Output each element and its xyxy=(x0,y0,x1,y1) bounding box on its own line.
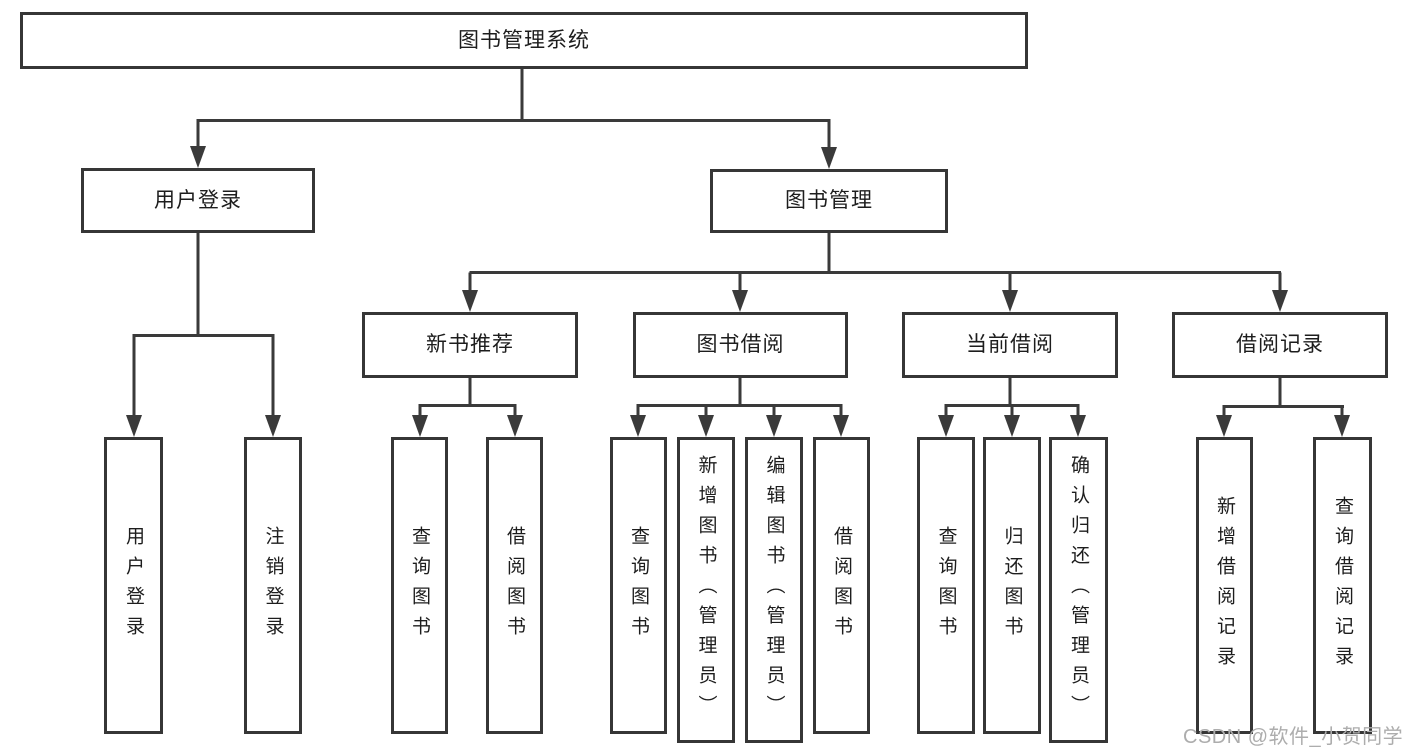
leaf-user-login: 用户登录 xyxy=(104,437,163,734)
leaf-rec-borrow-books-label: 借阅图书 xyxy=(504,525,525,646)
arrowhead-icon xyxy=(833,415,849,437)
leaf-cb-confirm-return-admin: 确认归还（管理员） xyxy=(1049,437,1108,743)
arrowhead-icon xyxy=(732,290,748,312)
node-new-book-recommend: 新书推荐 xyxy=(362,312,578,378)
node-root-label: 图书管理系统 xyxy=(458,28,590,52)
arrowhead-icon xyxy=(462,290,478,312)
node-borrow-records-label: 借阅记录 xyxy=(1236,333,1324,357)
leaf-bb-query-books-label: 查询图书 xyxy=(628,525,649,646)
node-book-management: 图书管理 xyxy=(710,169,948,233)
arrowhead-icon xyxy=(821,147,837,169)
leaf-br-query-record: 查询借阅记录 xyxy=(1313,437,1372,734)
arrowhead-icon xyxy=(1004,415,1020,437)
leaf-cb-query-books-label: 查询图书 xyxy=(935,525,957,646)
leaf-bb-edit-books-admin: 编辑图书（管理员） xyxy=(745,437,803,743)
leaf-user-login-label: 用户登录 xyxy=(123,525,144,646)
leaf-cb-query-books: 查询图书 xyxy=(917,437,975,734)
leaf-rec-query-books-label: 查询图书 xyxy=(409,525,430,646)
arrowheads xyxy=(126,146,1350,437)
node-book-borrow-label: 图书借阅 xyxy=(696,333,785,357)
node-new-book-recommend-label: 新书推荐 xyxy=(426,333,514,357)
leaf-cb-confirm-return-admin-label: 确认归还（管理员） xyxy=(1068,455,1089,725)
arrowhead-icon xyxy=(766,415,782,437)
arrowhead-icon xyxy=(698,415,714,437)
arrowhead-icon xyxy=(190,146,206,168)
leaf-logout: 注销登录 xyxy=(244,437,302,734)
arrowhead-icon xyxy=(507,415,523,437)
leaf-bb-query-books: 查询图书 xyxy=(610,437,667,734)
arrowhead-icon xyxy=(126,415,142,437)
node-borrow-records: 借阅记录 xyxy=(1172,312,1388,378)
node-current-borrow: 当前借阅 xyxy=(902,312,1118,378)
leaf-bb-edit-books-admin-label: 编辑图书（管理员） xyxy=(763,455,785,725)
arrowhead-icon xyxy=(630,415,646,437)
arrowhead-icon xyxy=(1216,415,1232,437)
leaf-bb-add-books-admin-label: 新增图书（管理员） xyxy=(695,455,717,725)
node-book-management-label: 图书管理 xyxy=(785,189,873,213)
leaf-bb-borrow-books: 借阅图书 xyxy=(813,437,870,734)
node-book-borrow: 图书借阅 xyxy=(633,312,848,378)
leaf-logout-label: 注销登录 xyxy=(262,525,284,646)
arrowhead-icon xyxy=(1002,290,1018,312)
arrowhead-icon xyxy=(1334,415,1350,437)
leaf-cb-return-books: 归还图书 xyxy=(983,437,1041,734)
leaf-bb-add-books-admin: 新增图书（管理员） xyxy=(677,437,735,743)
node-current-borrow-label: 当前借阅 xyxy=(966,333,1054,357)
leaf-rec-borrow-books: 借阅图书 xyxy=(486,437,543,734)
node-user-login-label: 用户登录 xyxy=(154,188,242,212)
arrowhead-icon xyxy=(938,415,954,437)
leaf-br-add-record-label: 新增借阅记录 xyxy=(1214,495,1235,676)
leaf-br-add-record: 新增借阅记录 xyxy=(1196,437,1253,734)
leaf-bb-borrow-books-label: 借阅图书 xyxy=(831,525,852,646)
watermark-text: CSDN @软件_小贺同学 xyxy=(1183,726,1404,747)
arrowhead-icon xyxy=(1272,290,1288,312)
arrowhead-icon xyxy=(265,415,281,437)
arrowhead-icon xyxy=(1070,415,1086,437)
leaf-cb-return-books-label: 归还图书 xyxy=(1001,525,1023,646)
node-user-login: 用户登录 xyxy=(81,168,315,233)
arrowhead-icon xyxy=(412,415,428,437)
leaf-rec-query-books: 查询图书 xyxy=(391,437,448,734)
node-root: 图书管理系统 xyxy=(20,12,1028,69)
leaf-br-query-record-label: 查询借阅记录 xyxy=(1332,495,1353,676)
